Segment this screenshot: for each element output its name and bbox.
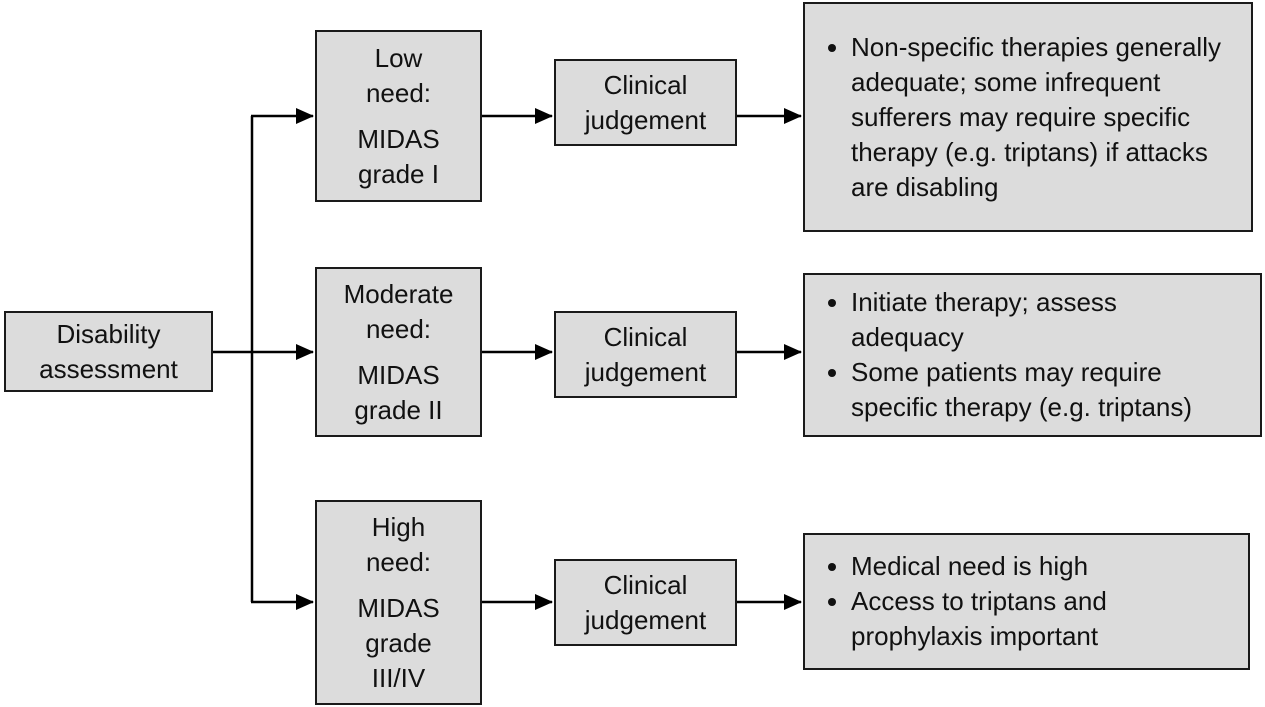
outcome-box-low: Non-specific therapies generally adequat…: [803, 2, 1253, 232]
clinical-judgement-label: Clinical judgement: [584, 69, 707, 135]
outcome-bullet-list: Non-specific therapies generally adequat…: [805, 30, 1251, 205]
text-line: MIDAS: [357, 359, 440, 390]
text-line: grade II: [354, 394, 443, 425]
midas-grade-label: MIDAS grade II: [354, 358, 442, 428]
outcome-bullet: Some patients may require specific thera…: [851, 355, 1232, 425]
clinical-judgement-box-moderate: Clinical judgement: [554, 311, 737, 398]
outcome-bullet-list: Medical need is high Access to triptans …: [805, 549, 1248, 654]
clinical-judgement-box-high: Clinical judgement: [554, 559, 737, 646]
need-box-moderate: Moderate need: MIDAS grade II: [315, 267, 482, 437]
midas-grade-label: MIDAS grade III/IV: [357, 591, 439, 696]
need-level-label: Low need:: [366, 41, 431, 111]
text-line: Moderate: [343, 278, 454, 309]
outcome-box-high: Medical need is high Access to triptans …: [803, 533, 1250, 670]
clinical-judgement-box-low: Clinical judgement: [554, 59, 737, 146]
need-level-label: Moderate need:: [344, 277, 454, 347]
outcome-bullet: Non-specific therapies generally adequat…: [851, 30, 1223, 205]
text-line: MIDAS: [357, 592, 440, 623]
midas-grade-label: MIDAS grade I: [357, 122, 439, 192]
text-line: MIDAS: [357, 123, 440, 154]
need-box-high: High need: MIDAS grade III/IV: [315, 500, 482, 705]
text-line: grade I: [358, 158, 439, 189]
text-line: III/IV: [371, 662, 426, 693]
text-line: grade: [365, 627, 432, 658]
text-line: need:: [365, 313, 432, 344]
text-line: Low: [374, 42, 423, 73]
outcome-bullet: Initiate therapy; assess adequacy: [851, 285, 1232, 355]
outcome-bullet: Medical need is high: [851, 549, 1220, 584]
clinical-judgement-label: Clinical judgement: [584, 569, 707, 635]
need-level-label: High need:: [366, 510, 431, 580]
outcome-bullet-list: Initiate therapy; assess adequacy Some p…: [805, 285, 1260, 425]
text-line: High: [371, 511, 426, 542]
outcome-box-moderate: Initiate therapy; assess adequacy Some p…: [803, 273, 1262, 437]
disability-assessment-label: Disability assessment: [39, 318, 178, 384]
text-line: need:: [365, 77, 432, 108]
clinical-judgement-label: Clinical judgement: [584, 321, 707, 387]
text-line: need:: [365, 546, 432, 577]
disability-assessment-box: Disability assessment: [4, 311, 213, 392]
outcome-bullet: Access to triptans and prophylaxis impor…: [851, 584, 1220, 654]
need-box-low: Low need: MIDAS grade I: [315, 30, 482, 202]
